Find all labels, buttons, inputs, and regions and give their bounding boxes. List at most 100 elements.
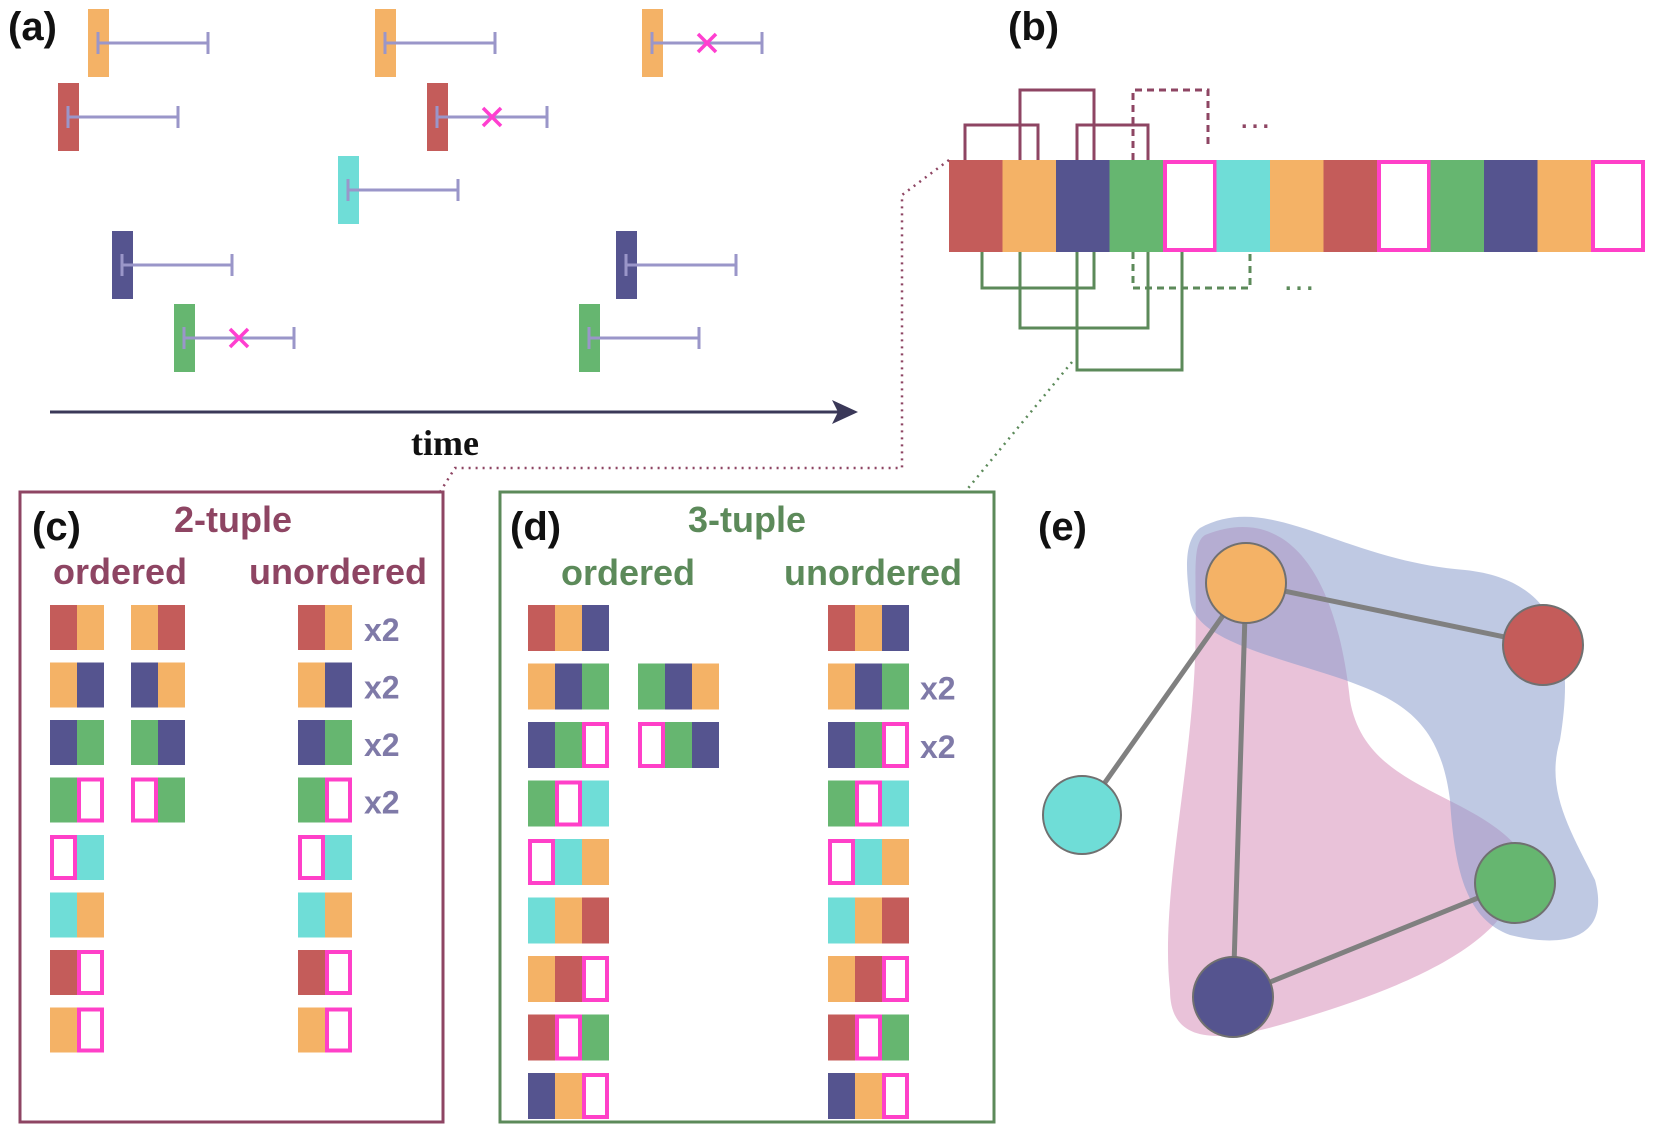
sequence-cell-4-green <box>1109 160 1164 252</box>
tuple-cell-red <box>828 1014 855 1061</box>
tuple-cell-red <box>882 897 909 944</box>
tuple-cell-orange <box>555 1073 582 1119</box>
ordered-triple-alt-2 <box>638 663 719 710</box>
tuple-cell-green <box>855 722 882 768</box>
tuple-cell-navy <box>582 605 609 651</box>
tuple-cell-green <box>582 1014 609 1061</box>
unordered-triple-4 <box>828 780 909 827</box>
tuple-cell-cyan <box>325 835 352 880</box>
unordered-pair-1 <box>298 605 352 650</box>
panel-a: (a) time <box>8 5 858 463</box>
tuple-cell-empty <box>855 1014 882 1061</box>
triple-bracket-2 <box>1018 252 1150 330</box>
tuple-cell-empty <box>77 777 104 823</box>
unordered-pair-8 <box>298 1007 352 1053</box>
tuple-cell-orange <box>855 897 882 944</box>
event-4 <box>58 83 180 151</box>
ordered-triple-2 <box>528 663 609 710</box>
panel-b-label: (b) <box>1008 5 1059 49</box>
sequence-cell-8-red <box>1323 160 1378 252</box>
tuple-cell-navy <box>50 720 77 765</box>
ordered-pair-reversed-4 <box>131 777 185 823</box>
node-red <box>1502 604 1584 686</box>
sequence-cell-13-empty <box>1591 160 1645 252</box>
sequence-cell-6-cyan <box>1216 160 1271 252</box>
tuple-cell-empty <box>582 956 609 1002</box>
tuple-cell-orange <box>298 1007 325 1053</box>
tuple-cell-orange <box>582 839 609 885</box>
tuple-cell-red <box>298 950 325 995</box>
tuple-cell-red <box>50 950 77 995</box>
tuple-cell-orange <box>828 956 855 1002</box>
tuple-cell-empty <box>582 722 609 768</box>
tuple-cell-empty <box>325 950 352 995</box>
tuple-cell-orange <box>528 956 555 1002</box>
ordered-triple-3 <box>528 722 609 768</box>
ordered-pair-reversed-3 <box>131 720 185 765</box>
tuple-cell-orange <box>882 839 909 885</box>
triple-brackets-continuation: … <box>1282 260 1316 298</box>
unordered-triple-3 <box>828 722 909 768</box>
ordered-triple-4 <box>528 780 609 827</box>
sequence-cell-12-orange <box>1537 160 1592 252</box>
tuple-cell-empty <box>882 956 909 1002</box>
tuple-cell-orange <box>131 605 158 650</box>
event-sequence <box>949 160 1645 252</box>
unordered-triple-1 <box>828 605 909 651</box>
pair-bracket-1 <box>963 123 1040 160</box>
connector-to-panel-d <box>964 361 1073 493</box>
tuple-cell-orange <box>528 663 555 710</box>
unordered-pair-2 <box>298 662 352 708</box>
pair-bracket-4-dashed <box>1131 88 1210 160</box>
sequence-cell-2-orange <box>1002 160 1057 252</box>
tuple-cell-red <box>528 1014 555 1061</box>
cross-mark <box>228 327 250 349</box>
tuple-cell-orange <box>692 663 719 710</box>
tuple-cell-orange <box>298 662 325 708</box>
tuple-cell-navy <box>528 1073 555 1119</box>
event-3 <box>642 9 764 77</box>
tuple-cell-navy <box>528 722 555 768</box>
pair-bracket-3 <box>1075 123 1150 160</box>
tuple-cell-green <box>77 720 104 765</box>
tuple-cell-cyan <box>582 780 609 827</box>
tuple-cell-empty <box>555 780 582 827</box>
edge-orange-red <box>1245 580 1544 648</box>
panel-c-frame <box>18 490 445 1124</box>
tuple-cell-empty <box>325 777 352 823</box>
panel-d-ordered-heading: ordered <box>561 552 695 593</box>
unordered-pair-5 <box>298 835 352 880</box>
graph-edges <box>1079 580 1544 1000</box>
tuple-cell-orange <box>828 663 855 710</box>
tuple-cell-red <box>555 956 582 1002</box>
panel-a-label: (a) <box>8 5 57 49</box>
tuple-cell-navy <box>325 662 352 708</box>
ordered-triple-1 <box>528 605 609 651</box>
ordered-pair-6 <box>50 892 104 938</box>
ordered-triple-5 <box>528 839 609 885</box>
panel-d-frame <box>498 490 996 1124</box>
tuple-cell-empty <box>77 1007 104 1053</box>
unordered-triple-5 <box>828 839 909 885</box>
event-7 <box>112 231 234 299</box>
tuple-cell-navy <box>828 1073 855 1119</box>
sequence-cell-11-navy <box>1484 160 1538 252</box>
unordered-triple-2 <box>828 663 909 710</box>
triple-bracket-1 <box>980 252 1096 290</box>
ordered-pair-reversed-2 <box>131 662 185 708</box>
node-navy <box>1192 956 1274 1038</box>
panel-d-unordered-heading: unordered <box>784 552 962 593</box>
unordered-pair-7 <box>298 950 352 995</box>
tuple-cell-orange <box>50 662 77 708</box>
tuple-cell-cyan <box>828 897 855 944</box>
event-5 <box>427 83 549 151</box>
tuple-cell-empty <box>882 722 909 768</box>
tuple-cell-empty <box>528 839 555 885</box>
event-9 <box>174 304 296 372</box>
sequence-cell-3-navy <box>1056 160 1110 252</box>
tuple-cell-navy <box>158 720 185 765</box>
tuple-cell-navy <box>77 662 104 708</box>
